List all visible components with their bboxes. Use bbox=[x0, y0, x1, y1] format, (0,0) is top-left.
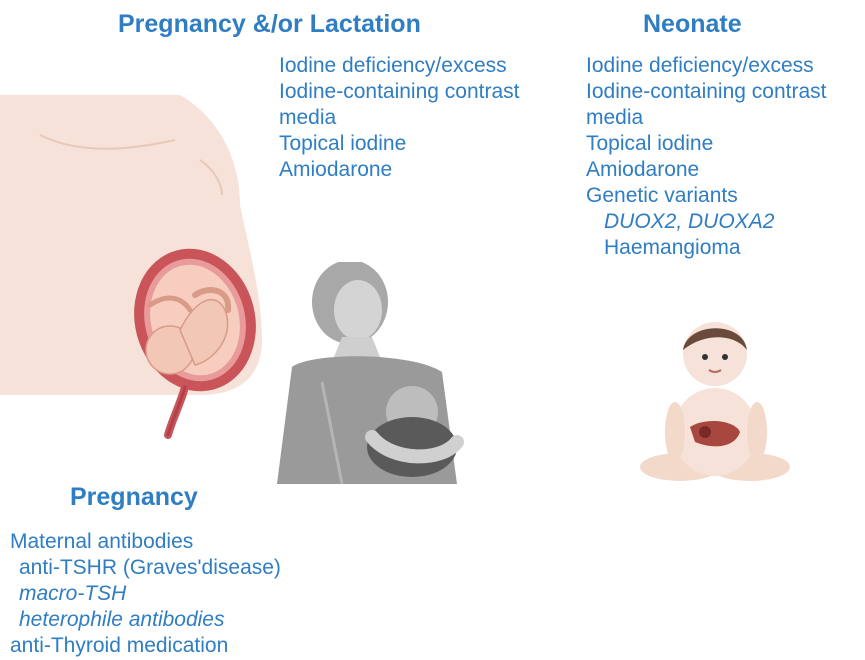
list-item: Amiodarone bbox=[586, 157, 827, 183]
pregnancy-heading: Pregnancy bbox=[70, 483, 198, 512]
list-item: Amiodarone bbox=[279, 157, 520, 183]
pregnancy-list: Maternal antibodies anti-TSHR (Graves'di… bbox=[10, 529, 281, 659]
list-item: Iodine deficiency/excess bbox=[279, 53, 520, 79]
list-item: Iodine-containing contrast bbox=[586, 79, 827, 105]
list-item: Iodine-containing contrast bbox=[279, 79, 520, 105]
pregnancy-lactation-heading: Pregnancy &/or Lactation bbox=[118, 10, 421, 39]
list-item: Topical iodine bbox=[586, 131, 827, 157]
list-item: Genetic variants bbox=[586, 183, 827, 209]
list-item: anti-TSHR (Graves'disease) bbox=[10, 555, 281, 581]
list-item: Haemangioma bbox=[586, 235, 827, 261]
list-item: macro-TSH bbox=[10, 581, 281, 607]
neonate-list: Iodine deficiency/excess Iodine-containi… bbox=[586, 53, 827, 261]
breastfeeding-illustration bbox=[272, 262, 472, 484]
neonate-heading: Neonate bbox=[643, 10, 742, 39]
list-item: anti-Thyroid medication bbox=[10, 633, 281, 659]
list-item: media bbox=[279, 105, 520, 131]
pregnancy-lactation-list: Iodine deficiency/excess Iodine-containi… bbox=[279, 53, 520, 183]
neonate-baby-illustration bbox=[635, 312, 795, 492]
list-item: DUOX2, DUOXA2 bbox=[586, 209, 827, 235]
pregnant-womb-illustration bbox=[0, 95, 270, 440]
list-item: Topical iodine bbox=[279, 131, 520, 157]
list-item: heterophile antibodies bbox=[10, 607, 281, 633]
list-item: media bbox=[586, 105, 827, 131]
list-item: Iodine deficiency/excess bbox=[586, 53, 827, 79]
list-item: Maternal antibodies bbox=[10, 529, 281, 555]
